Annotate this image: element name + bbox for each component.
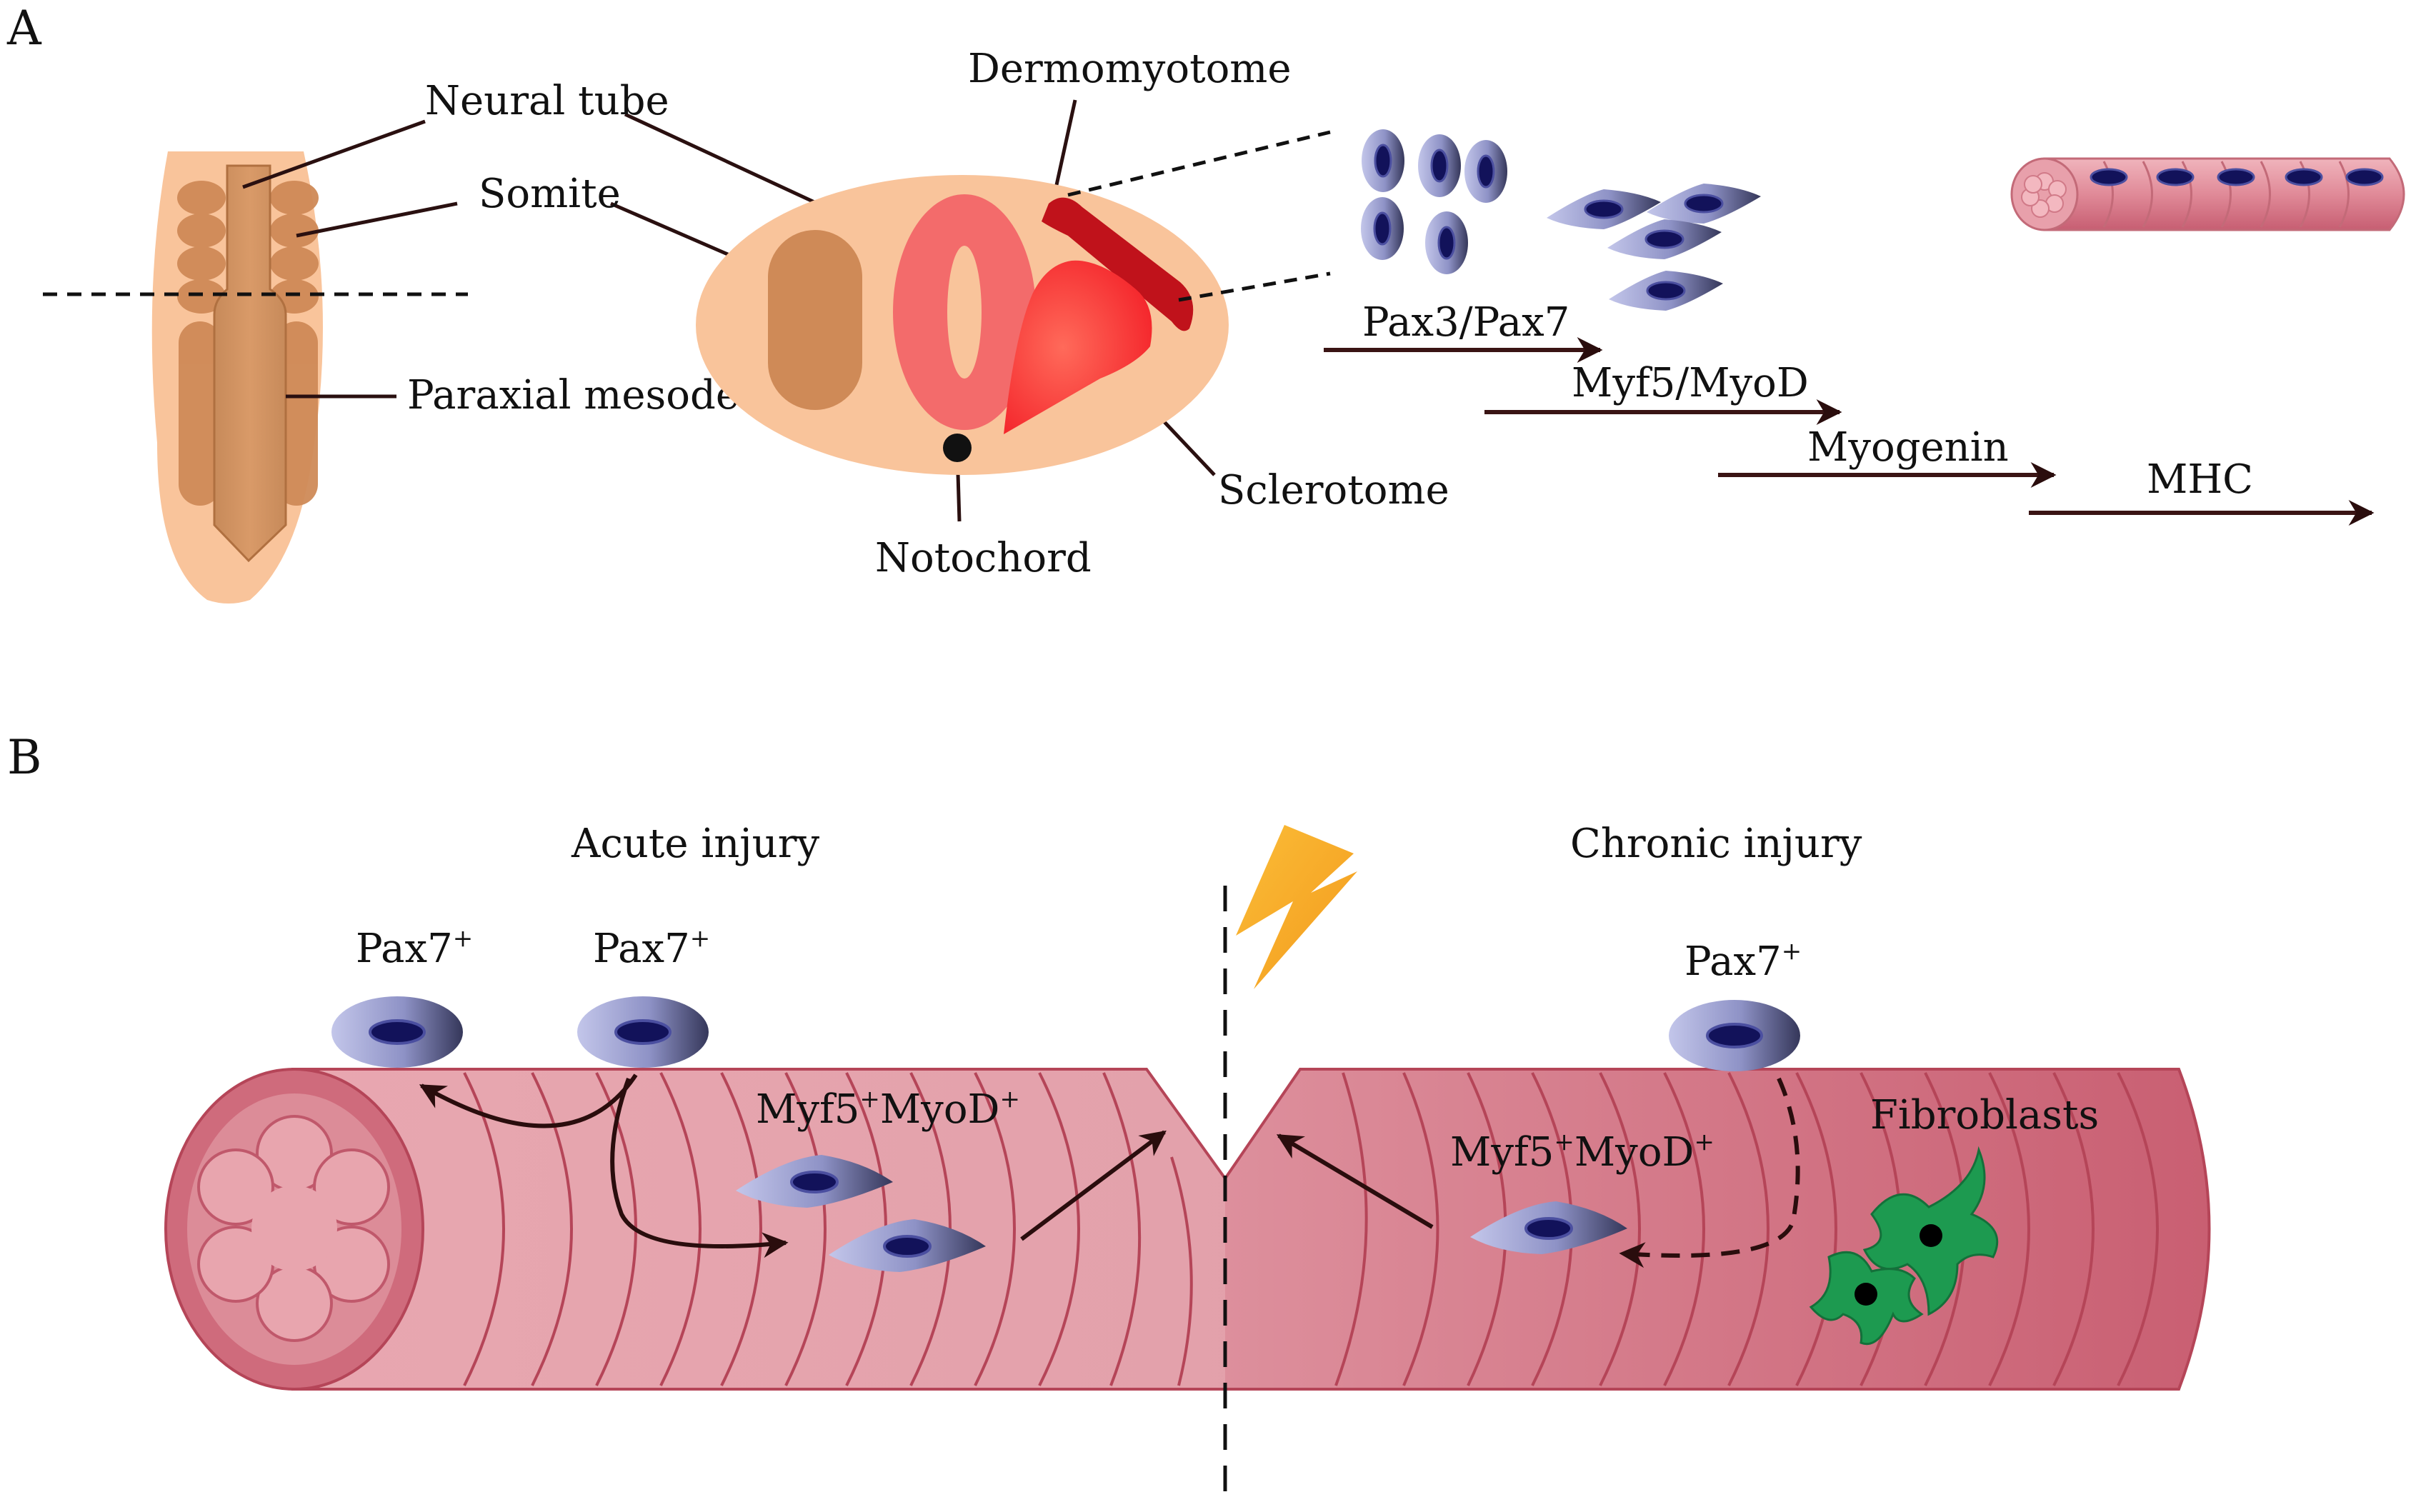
myotube — [2010, 157, 2405, 231]
lightning-bolt-icon — [1236, 825, 1357, 989]
label-dermomyotome: Dermomyotome — [968, 46, 1292, 92]
label-notochord: Notochord — [875, 535, 1092, 581]
damaged-muscle-fiber — [164, 1068, 2211, 1391]
embryo-cross-section — [696, 130, 1331, 475]
progenitor-cells — [1361, 129, 1507, 274]
satellite-cell-acute-2 — [577, 996, 709, 1068]
marker-arrows — [1324, 337, 2375, 526]
marker-myf5-myod: Myf5/MyoD — [1572, 360, 1809, 406]
myoblast-chronic — [1470, 1201, 1627, 1254]
sclerotome — [1004, 260, 1152, 434]
label-pax7-acute-2: Pax7+ — [593, 924, 710, 972]
satellite-cell-chronic — [1669, 1000, 1800, 1071]
fibroblast-cells — [1809, 1146, 1999, 1345]
label-somite: Somite — [479, 171, 621, 217]
embryo-dorsal-view — [43, 151, 468, 604]
panel-a-letter: A — [6, 1, 42, 56]
title-chronic-injury: Chronic injury — [1570, 821, 1862, 867]
myoblast-acute-2 — [829, 1219, 986, 1272]
acute-arrows — [419, 1073, 1167, 1258]
chronic-arrows — [1276, 1077, 1800, 1268]
marker-mhc: MHC — [2147, 456, 2253, 503]
notochord — [943, 434, 972, 462]
label-fibroblasts: Fibroblasts — [1870, 1092, 2099, 1138]
myoblast-acute-1 — [736, 1155, 893, 1208]
label-sclerotome: Sclerotome — [1218, 467, 1449, 514]
label-pax7-acute-1: Pax7+ — [356, 924, 473, 972]
myoblast-cells — [1547, 184, 1761, 311]
marker-myogenin: Myogenin — [1807, 424, 2009, 471]
label-neural-tube: Neural tube — [425, 78, 669, 124]
panel-b-letter: B — [7, 730, 42, 785]
title-acute-injury: Acute injury — [571, 821, 819, 867]
marker-pax3-pax7: Pax3/Pax7 — [1362, 299, 1569, 346]
label-myf5-myod-chronic: Myf5+MyoD+ — [1450, 1128, 1714, 1176]
dermomyotome — [1042, 197, 1194, 331]
neural-tube-ring — [893, 194, 1036, 430]
satellite-cell-acute-1 — [331, 996, 463, 1068]
myofibril-flower — [197, 1115, 390, 1342]
label-myf5-myod-acute: Myf5+MyoD+ — [756, 1085, 1020, 1133]
label-pax7-chronic: Pax7+ — [1684, 937, 1802, 985]
